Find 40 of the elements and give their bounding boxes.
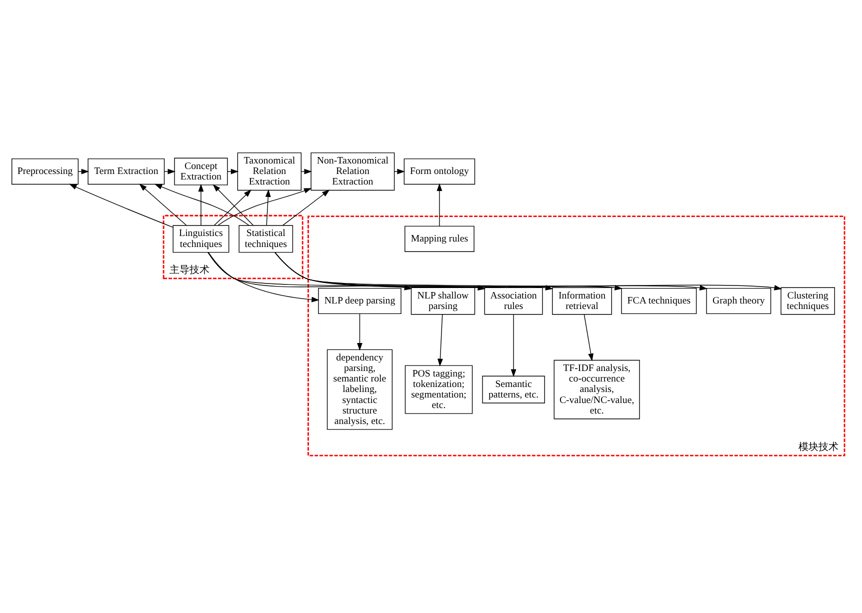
arrow — [357, 312, 362, 350]
arrow — [300, 168, 312, 174]
node-box: FCA techniques — [621, 287, 697, 314]
node-box: Statistical techniques — [238, 224, 294, 252]
node-box: TF-IDF analysis, co-occurrence analysis, C-value/NC-value, etc. — [554, 359, 640, 419]
node-box: Mapping rules — [404, 225, 474, 252]
node-box: Graph theory — [706, 287, 772, 314]
arrow — [584, 314, 594, 361]
arrow — [212, 184, 254, 226]
arrow — [198, 183, 204, 226]
arrow — [510, 314, 516, 376]
node-box: Non-Taxonomical Relation Extraction — [310, 152, 395, 190]
arrow — [68, 183, 174, 228]
arrow — [214, 189, 252, 226]
node-box: Form ontology — [404, 158, 476, 184]
arrow — [227, 168, 239, 174]
node-box: Information retrieval — [552, 286, 612, 314]
node-box: Concept Extraction — [174, 157, 228, 185]
arrow — [282, 189, 330, 226]
arrow — [164, 168, 176, 174]
node-box: Linguistics techniques — [172, 224, 230, 252]
node-box: NLP shallow parsing — [410, 286, 476, 314]
node-box: Taxonomical Relation Extraction — [237, 152, 302, 190]
node-box: NLP deep parsing — [318, 287, 402, 314]
arrow — [154, 183, 250, 226]
node-box: dependency parsing, semantic role labeling, syntactic structure analysis, etc. — [326, 348, 393, 430]
arrow — [394, 168, 405, 174]
arrow — [139, 183, 187, 226]
arrow — [208, 251, 320, 302]
node-box: POS tagging; tokenization; segmentation; etc. — [404, 364, 473, 414]
arrow — [436, 182, 442, 226]
arrow — [438, 314, 443, 366]
arrow — [265, 188, 271, 226]
arrow — [78, 168, 90, 174]
node-box: Term Extraction — [88, 158, 165, 184]
node-box: Semantic patterns, etc. — [482, 375, 545, 403]
node-box: Preprocessing — [12, 158, 79, 184]
node-box: Clustering techniques — [780, 286, 835, 314]
node-box: Association rules — [484, 286, 543, 314]
arrow — [218, 188, 312, 226]
